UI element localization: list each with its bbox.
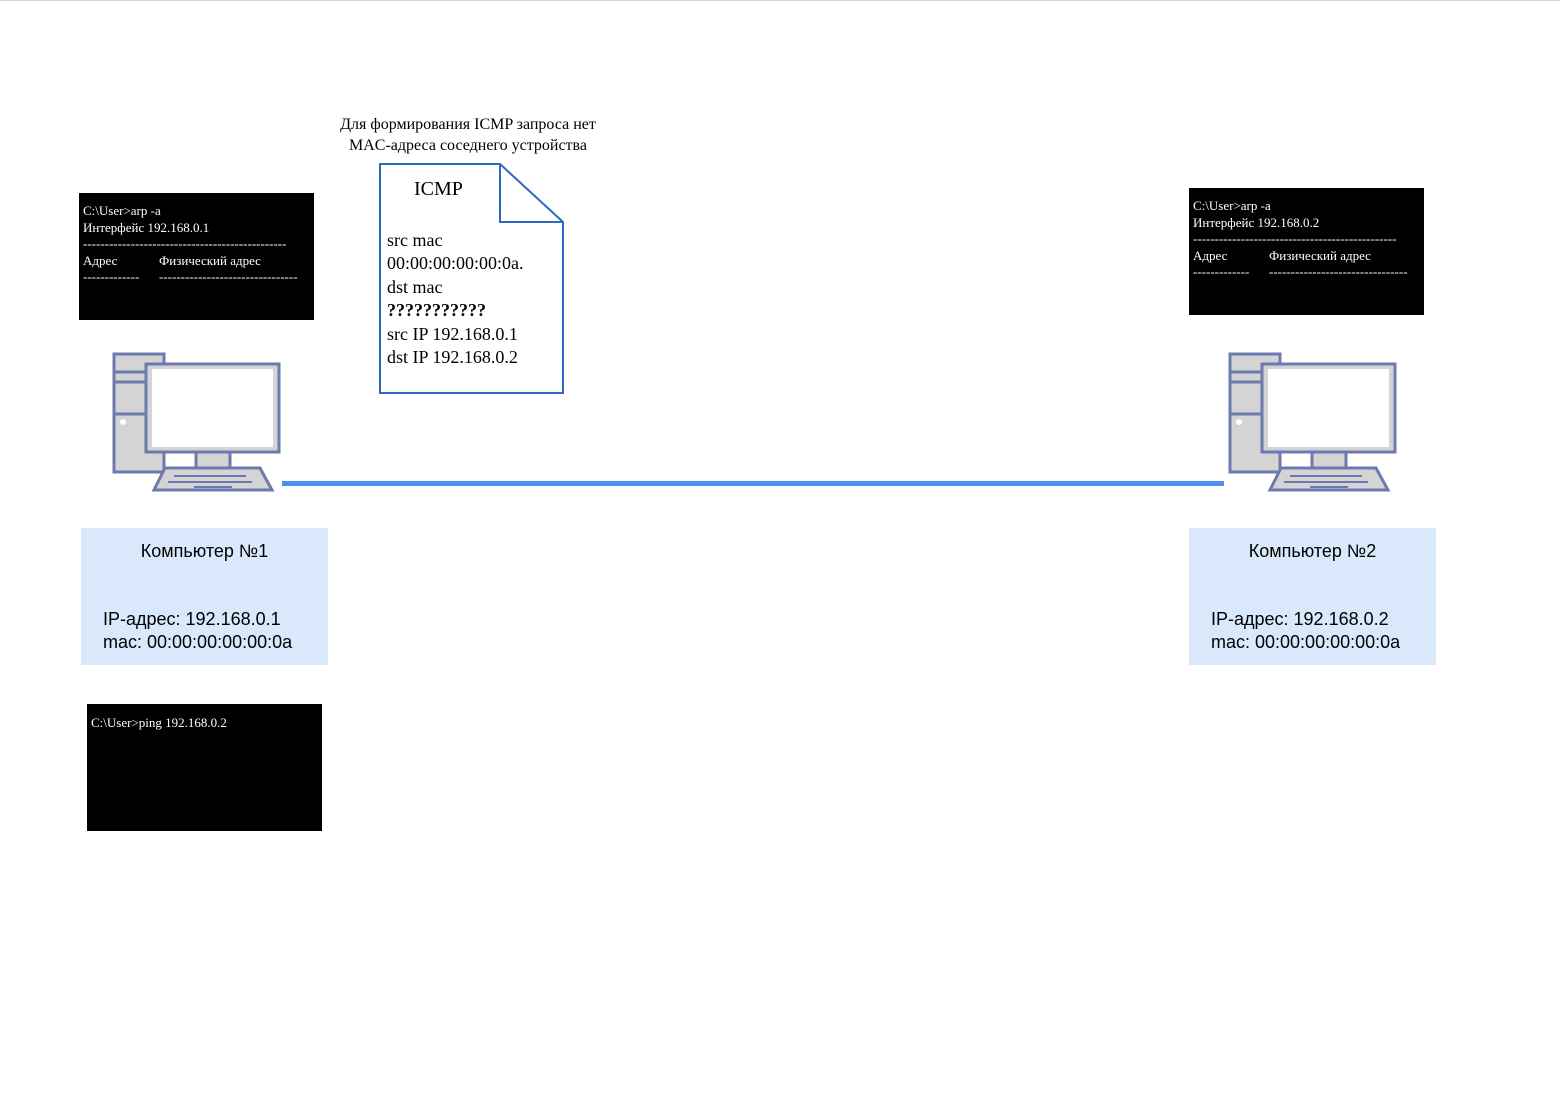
terminal-interface: Интерфейс 192.168.0.1 <box>83 219 210 235</box>
computer-mac: mac: 00:00:00:00:00:0a <box>103 632 293 652</box>
column-address: Адрес <box>83 252 118 268</box>
terminal-command: C:\User>ping 192.168.0.2 <box>91 715 227 730</box>
packet-src-ip: src IP 192.168.0.1 <box>387 323 518 344</box>
packet-src-mac-label: src mac <box>387 230 443 250</box>
underline-address: ------------- <box>1193 264 1250 279</box>
packet-fields: src mac 00:00:00:00:00:0a. dst mac ?????… <box>387 229 524 369</box>
computer-2-info: Компьютер №2 IP-адрес: 192.168.0.2 mac: … <box>1189 528 1436 665</box>
packet-dst-mac-value: ??????????? <box>387 300 486 321</box>
computer-name: Компьютер №2 <box>1248 541 1377 561</box>
missing-mac-note: Для формирования ICMP запроса нет MAC-ад… <box>318 114 618 156</box>
underline-physical: -------------------------------- <box>1269 264 1408 279</box>
computer-ip: IP-адрес: 192.168.0.1 <box>103 609 281 629</box>
underline-physical: -------------------------------- <box>159 269 298 284</box>
underline-address: ------------- <box>83 269 140 284</box>
terminal-divider: ----------------------------------------… <box>83 236 287 251</box>
packet-dst-mac-label: dst mac <box>387 276 443 297</box>
computer-name: Компьютер №1 <box>140 541 269 561</box>
note-line-2: MAC-адреса соседнего устройства <box>349 137 587 154</box>
terminal-divider: ----------------------------------------… <box>1193 231 1397 246</box>
desktop-computer-icon <box>112 352 281 492</box>
terminal-command: C:\User>arp -a <box>1193 198 1271 213</box>
desktop-computer-icon <box>1228 352 1397 492</box>
computer-1-info: Компьютер №1 IP-адрес: 192.168.0.1 mac: … <box>81 528 328 665</box>
packet-src-mac-value: 00:00:00:00:00:0a. <box>387 253 524 274</box>
terminal-command: C:\User>arp -a <box>83 203 161 218</box>
packet-dst-ip: dst IP 192.168.0.2 <box>387 347 518 368</box>
ping-terminal-computer-1: C:\User>ping 192.168.0.2 <box>87 704 322 831</box>
terminal-column-underline: ----------------------------------------… <box>83 269 310 286</box>
computer-ip: IP-адрес: 192.168.0.2 <box>1211 609 1389 629</box>
note-line-1: Для формирования ICMP запроса нет <box>340 116 596 133</box>
column-physical: Физический адрес <box>159 252 261 268</box>
computer-mac: mac: 00:00:00:00:00:0a <box>1211 632 1401 652</box>
terminal-column-underline: ----------------------------------------… <box>1193 264 1420 281</box>
column-address: Адрес <box>1193 247 1228 263</box>
canvas-top-border <box>0 0 1560 1</box>
terminal-columns: Адрес Физический адрес <box>83 253 310 270</box>
network-link <box>282 481 1224 486</box>
terminal-interface: Интерфейс 192.168.0.2 <box>1193 214 1320 230</box>
document-icon <box>379 163 564 394</box>
packet-title: ICMP <box>414 178 463 200</box>
column-physical: Физический адрес <box>1269 247 1371 263</box>
terminal-columns: Адрес Физический адрес <box>1193 248 1420 265</box>
